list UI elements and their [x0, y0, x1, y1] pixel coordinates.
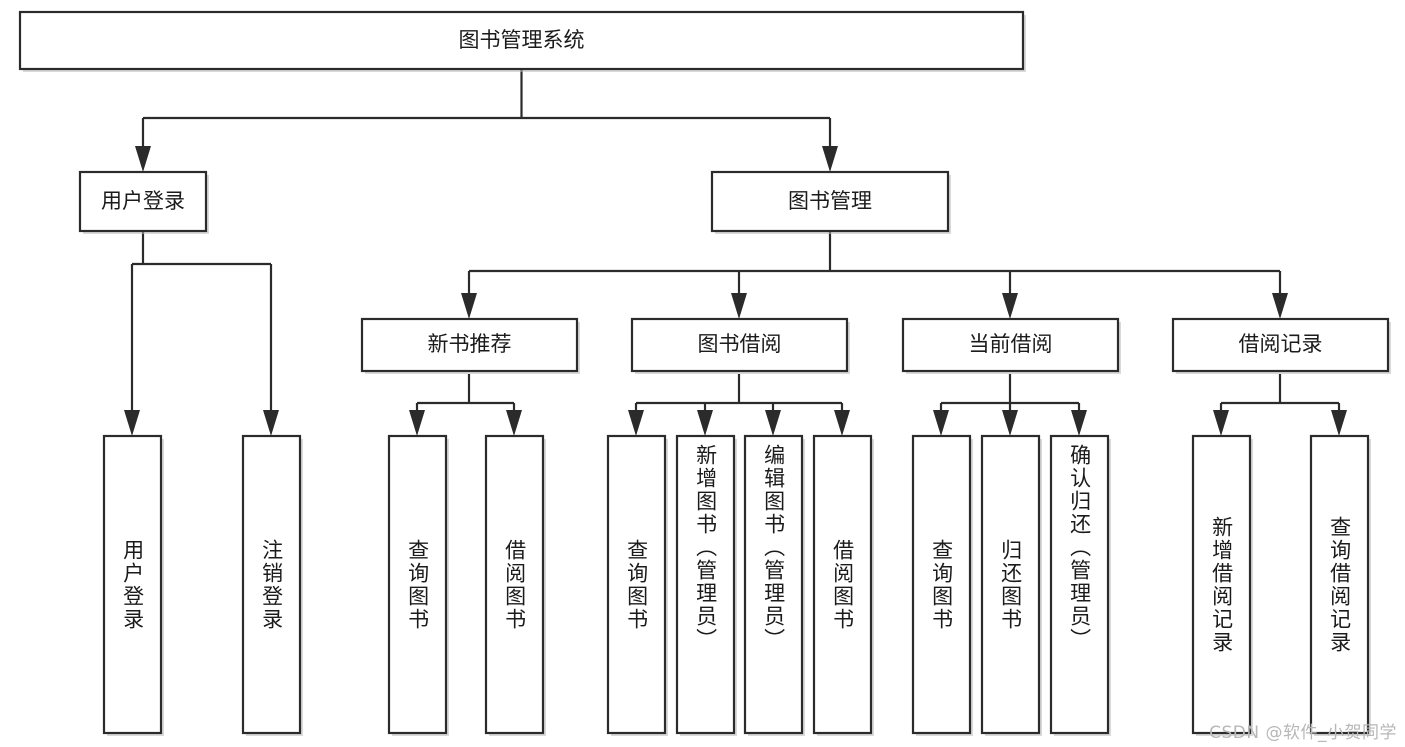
leaf-borrow-record-2-box[interactable] — [1309, 434, 1370, 735]
arrow-to-book-manage — [822, 146, 838, 172]
node-layer: 图书管理系统 用户登录 图书管理 新书推荐 图书借阅 当前借阅 借阅记录 — [18, 10, 1391, 736]
arrow-leaf-user-login-2 — [263, 410, 279, 436]
leaf-borrow-record-1-box[interactable] — [1191, 434, 1252, 735]
arrow-leaf-borrow-record-1 — [1213, 410, 1229, 436]
arrow-leaf-current-borrow-1 — [933, 410, 949, 436]
arrow-leaf-current-borrow-2 — [1002, 410, 1018, 436]
arrow-leaf-book-borrow-2 — [697, 410, 713, 436]
leaf-user-login-2-box[interactable] — [241, 434, 302, 735]
arrow-leaf-book-borrow-3 — [765, 410, 781, 436]
leaf-new-book-2-box[interactable] — [484, 434, 545, 735]
arrow-to-book-borrow — [731, 293, 747, 319]
arrow-leaf-current-borrow-3 — [1071, 410, 1087, 436]
leaf-current-borrow-2-box[interactable] — [980, 434, 1041, 735]
arrow-leaf-user-login-1 — [124, 410, 140, 436]
leaf-book-borrow-2-box[interactable] — [675, 434, 736, 735]
node-user-login-label: 用户登录 — [101, 189, 185, 213]
csdn-watermark: CSDN @软件_小贺同学 — [1209, 723, 1397, 743]
node-root-label: 图书管理系统 — [459, 28, 585, 52]
arrow-to-current-borrow — [1002, 293, 1018, 319]
arrow-leaf-new-book-1 — [409, 410, 425, 436]
arrow-to-borrow-record — [1272, 293, 1288, 319]
connector-layer — [124, 69, 1347, 436]
leaf-new-book-1-box[interactable] — [387, 434, 448, 735]
node-borrow-record-box[interactable] — [1171, 317, 1390, 373]
node-current-borrow-label: 当前借阅 — [969, 332, 1053, 356]
node-current-borrow-box[interactable] — [901, 317, 1120, 373]
node-user-login-box[interactable] — [78, 170, 208, 233]
arrow-leaf-borrow-record-2 — [1331, 410, 1347, 436]
node-book-borrow-box[interactable] — [630, 317, 849, 373]
leaf-book-borrow-3-box[interactable] — [743, 434, 804, 735]
node-book-manage-label: 图书管理 — [788, 189, 872, 213]
leaf-current-borrow-3-box[interactable] — [1049, 434, 1110, 735]
leaf-user-login-1-box[interactable] — [102, 434, 163, 735]
leaf-current-borrow-1-box[interactable] — [911, 434, 972, 735]
leaf-book-borrow-1-box[interactable] — [606, 434, 667, 735]
leaf-book-borrow-4-box[interactable] — [812, 434, 873, 735]
arrow-leaf-book-borrow-1 — [628, 410, 644, 436]
node-book-manage-box[interactable] — [710, 170, 950, 233]
node-new-book-box[interactable] — [360, 317, 579, 373]
arrow-leaf-book-borrow-4 — [834, 410, 850, 436]
node-new-book-label: 新书推荐 — [428, 332, 512, 356]
node-borrow-record-label: 借阅记录 — [1239, 332, 1323, 356]
arrow-leaf-new-book-2 — [506, 410, 522, 436]
node-root-box[interactable] — [18, 10, 1025, 71]
arrow-to-user-login — [135, 146, 151, 172]
arrow-to-new-book — [461, 293, 477, 319]
node-book-borrow-label: 图书借阅 — [698, 332, 782, 356]
